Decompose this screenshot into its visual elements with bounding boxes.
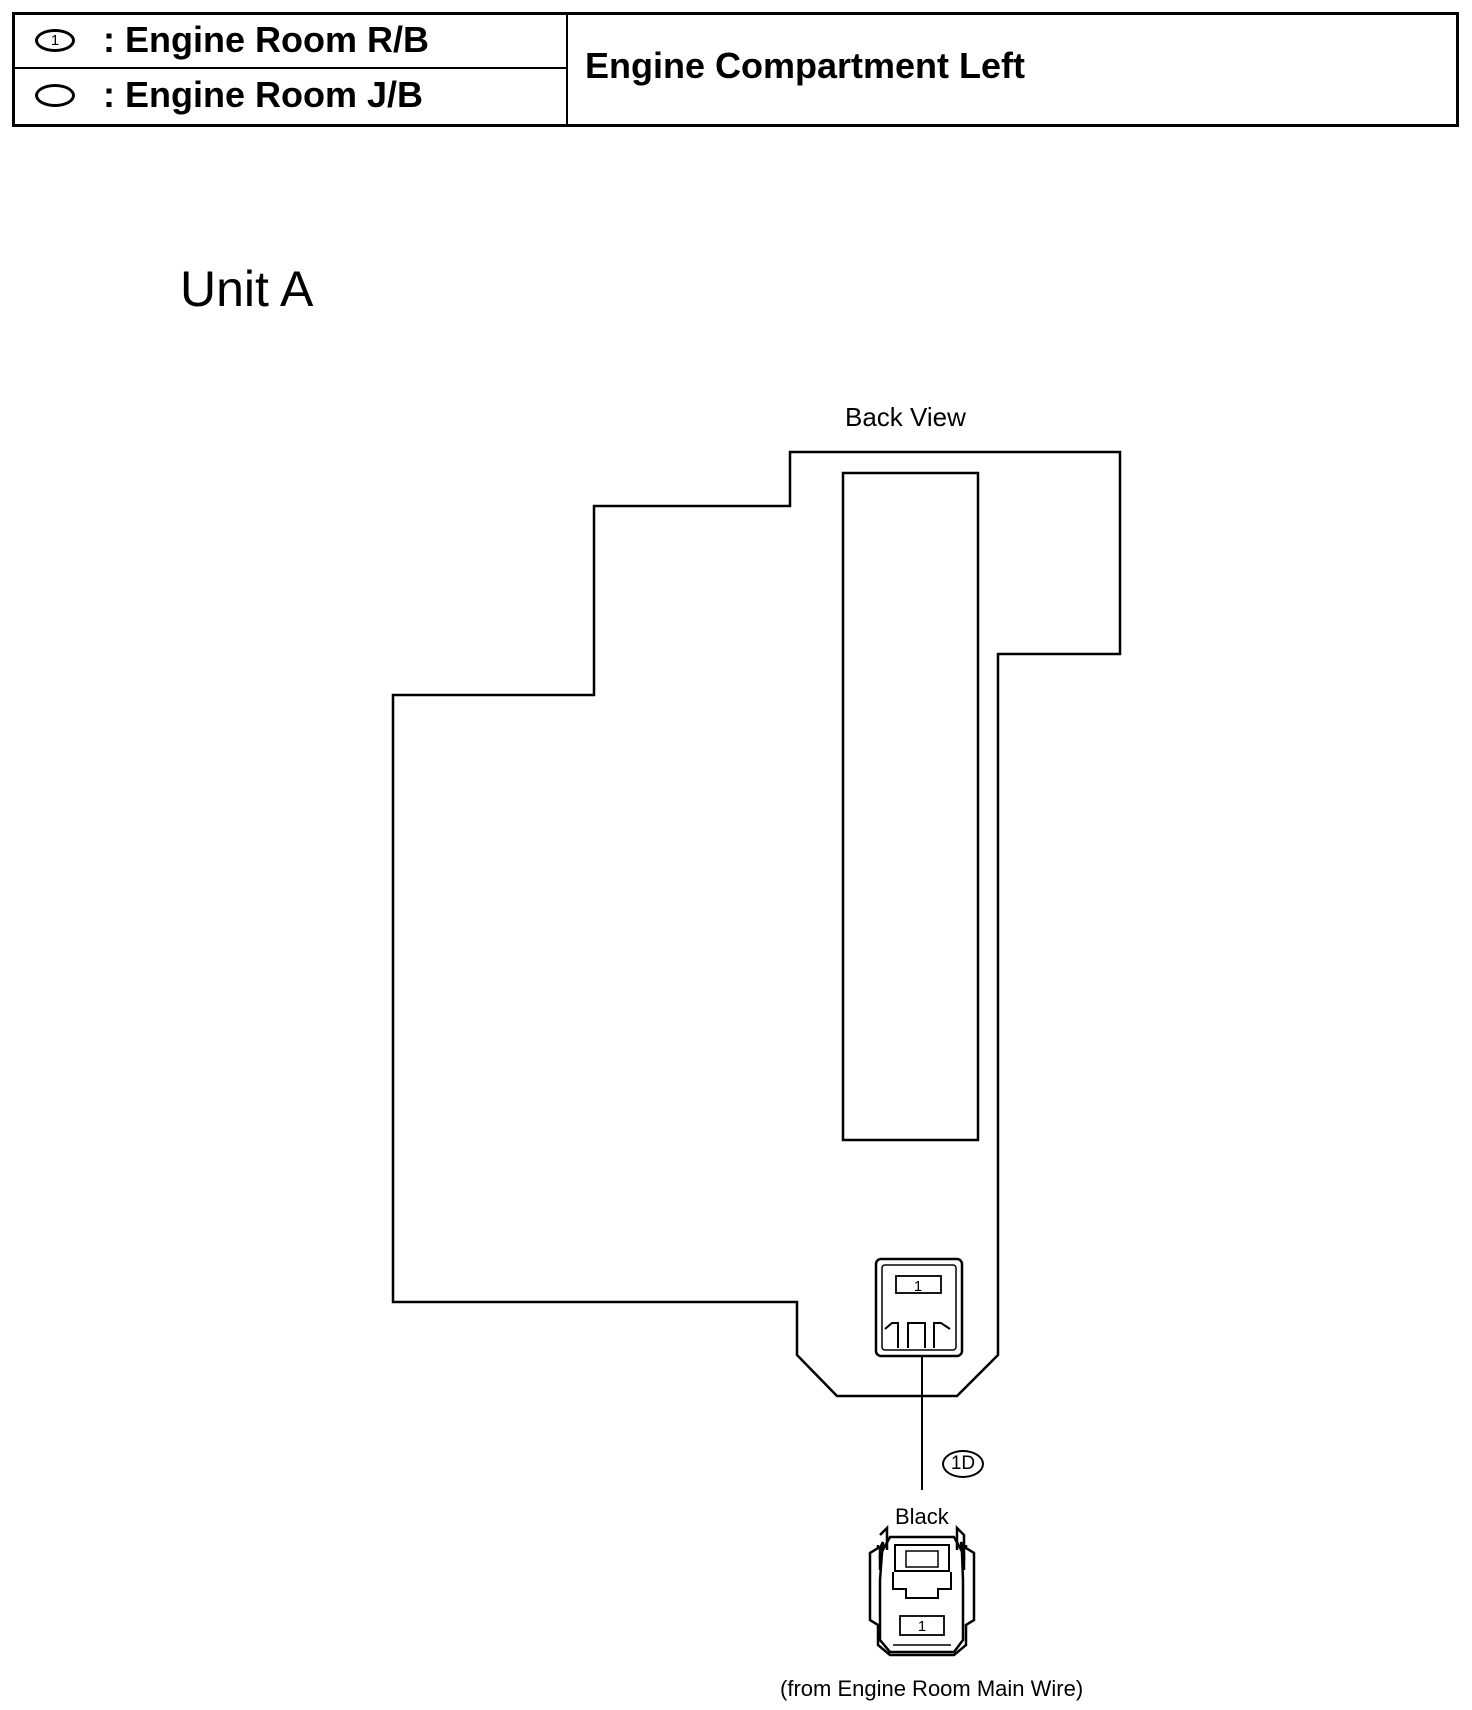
- block-connector-slots: [884, 1322, 951, 1348]
- unit-title: Unit A: [180, 261, 314, 317]
- connector-code-callout: 1D: [942, 1450, 984, 1478]
- block-connector-inner: [881, 1264, 957, 1351]
- connector-color-label: Black: [895, 1504, 949, 1529]
- mating-connector-top: [878, 1535, 966, 1570]
- mating-connector-latch-inner: [905, 1550, 939, 1568]
- block-connector-terminal: [895, 1275, 942, 1294]
- connector-source-label: (from Engine Room Main Wire): [780, 1676, 1084, 1701]
- mating-connector-terminal: [899, 1615, 945, 1636]
- legend-symbols: 1 : Engine Room R/B : Engine Room J/B: [15, 15, 568, 124]
- numbered-oval-icon: 1: [35, 29, 75, 52]
- mating-connector-slide: [892, 1572, 952, 1599]
- block-terminal-number: 1: [914, 1278, 922, 1295]
- location-label: Engine Compartment Left: [585, 45, 1026, 86]
- legend-label-relay-block: : Engine Room R/B: [103, 19, 429, 60]
- mating-terminal-number: 1: [918, 1618, 926, 1635]
- mating-connector-outer: [868, 1545, 976, 1657]
- mating-connector-latch-outer: [894, 1544, 950, 1572]
- fuse-strip-area: [841, 471, 980, 1142]
- block-connector-outer: [874, 1257, 964, 1358]
- block-outline: [391, 450, 1122, 1398]
- legend-label-junction-block: : Engine Room J/B: [103, 74, 424, 115]
- legend-row-relay-block: 1 : Engine Room R/B: [15, 15, 566, 69]
- view-label: Back View: [845, 402, 966, 432]
- legend-row-junction-block: : Engine Room J/B: [15, 70, 566, 124]
- blank-oval-icon: [35, 84, 75, 107]
- legend-table: 1 : Engine Room R/B : Engine Room J/B En…: [12, 12, 1459, 127]
